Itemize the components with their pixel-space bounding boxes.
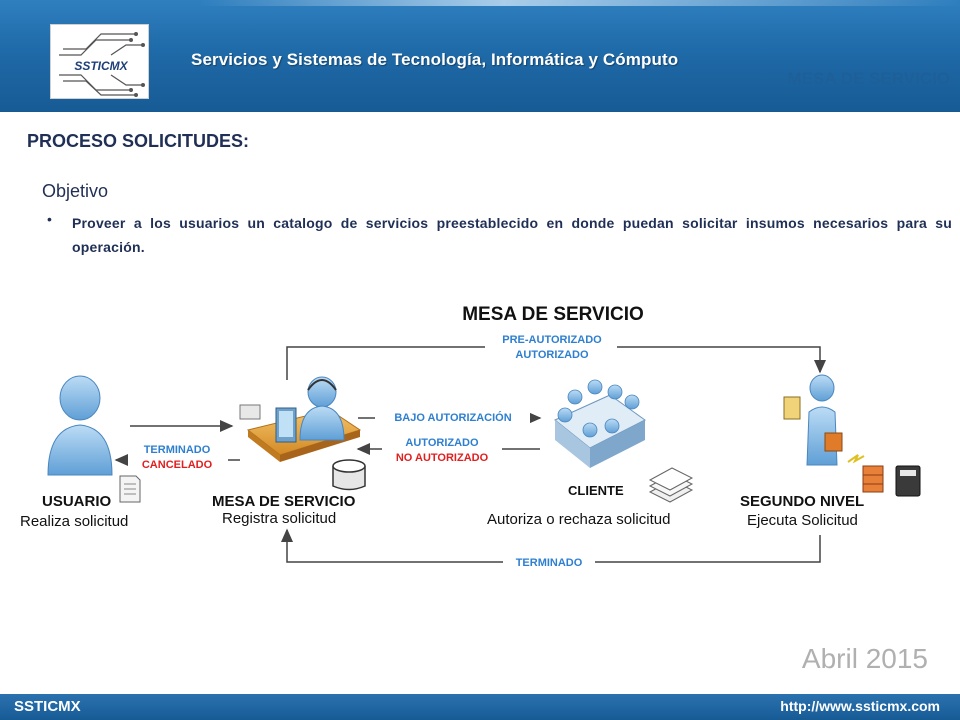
flow-autorizado: AUTORIZADO [405, 437, 479, 449]
usuario-label: USUARIO [42, 493, 112, 510]
document-icon [119, 475, 141, 503]
papers-stack-icon [648, 467, 694, 503]
segundo-label: SEGUNDO NIVEL [740, 493, 864, 510]
flow-bajo-autorizacion: BAJO AUTORIZACIÓN [394, 411, 511, 424]
flow-no-autorizado: NO AUTORIZADO [396, 452, 489, 464]
flow-pre-autorizado: PRE-AUTORIZADO [502, 334, 602, 346]
mesa-action: Registra solicitud [222, 510, 336, 527]
footer-brand: SSTICMX [14, 698, 81, 715]
footer-website-link[interactable]: http://www.ssticmx.com [780, 698, 940, 714]
server-icon [895, 465, 921, 497]
cliente-label: CLIENTE [568, 483, 624, 498]
segundo-action: Ejecuta Solicitud [747, 512, 858, 529]
technician-icon [783, 374, 843, 466]
client-meeting-icon [554, 379, 646, 468]
footer-bar: SSTICMX http://www.ssticmx.com [0, 694, 960, 720]
firewall-icon [862, 465, 884, 493]
header-banner: SSTICMX Servicios y Sistemas de Tecnolog… [0, 0, 960, 112]
company-name: Servicios y Sistemas de Tecnología, Info… [191, 50, 679, 69]
company-logo: SSTICMX [50, 24, 149, 99]
section-title: PROCESO SOLICITUDES: [27, 131, 250, 151]
flow-autorizado-top: AUTORIZADO [515, 349, 589, 361]
logo-text: SSTICMX [74, 59, 128, 73]
flow-cancelado: CANCELADO [142, 459, 213, 471]
bullet-dot-icon: • [47, 211, 52, 227]
flow-terminado-bottom: TERMINADO [516, 557, 583, 569]
header-shine [200, 0, 960, 6]
date-label: Abril 2015 [801, 643, 928, 674]
service-desk-icon [239, 376, 362, 462]
database-icon [332, 459, 366, 491]
bullet-text: Proveer a los usuarios un catalogo de se… [72, 215, 952, 255]
flow-terminado: TERMINADO [144, 444, 211, 456]
diagram-svg: MESA DE SERVICIO PRE-AUTORIZADO AUTORIZA… [20, 304, 921, 570]
mesa-label: MESA DE SERVICIO [212, 493, 356, 510]
process-diagram: MESA DE SERVICIO PRE-AUTORIZADO AUTORIZA… [0, 280, 960, 590]
cliente-action: Autoriza o rechaza solicitud [487, 511, 670, 528]
logo-graphic: SSTICMX [59, 32, 145, 97]
objective-heading: Objetivo [42, 181, 109, 201]
diagram-title: MESA DE SERVICIO [462, 304, 644, 325]
lightning-icon [847, 454, 865, 464]
user-person-icon [47, 375, 113, 476]
usuario-action: Realiza solicitud [20, 513, 128, 530]
header-tag: MESA DE SERVICIO [787, 69, 950, 88]
